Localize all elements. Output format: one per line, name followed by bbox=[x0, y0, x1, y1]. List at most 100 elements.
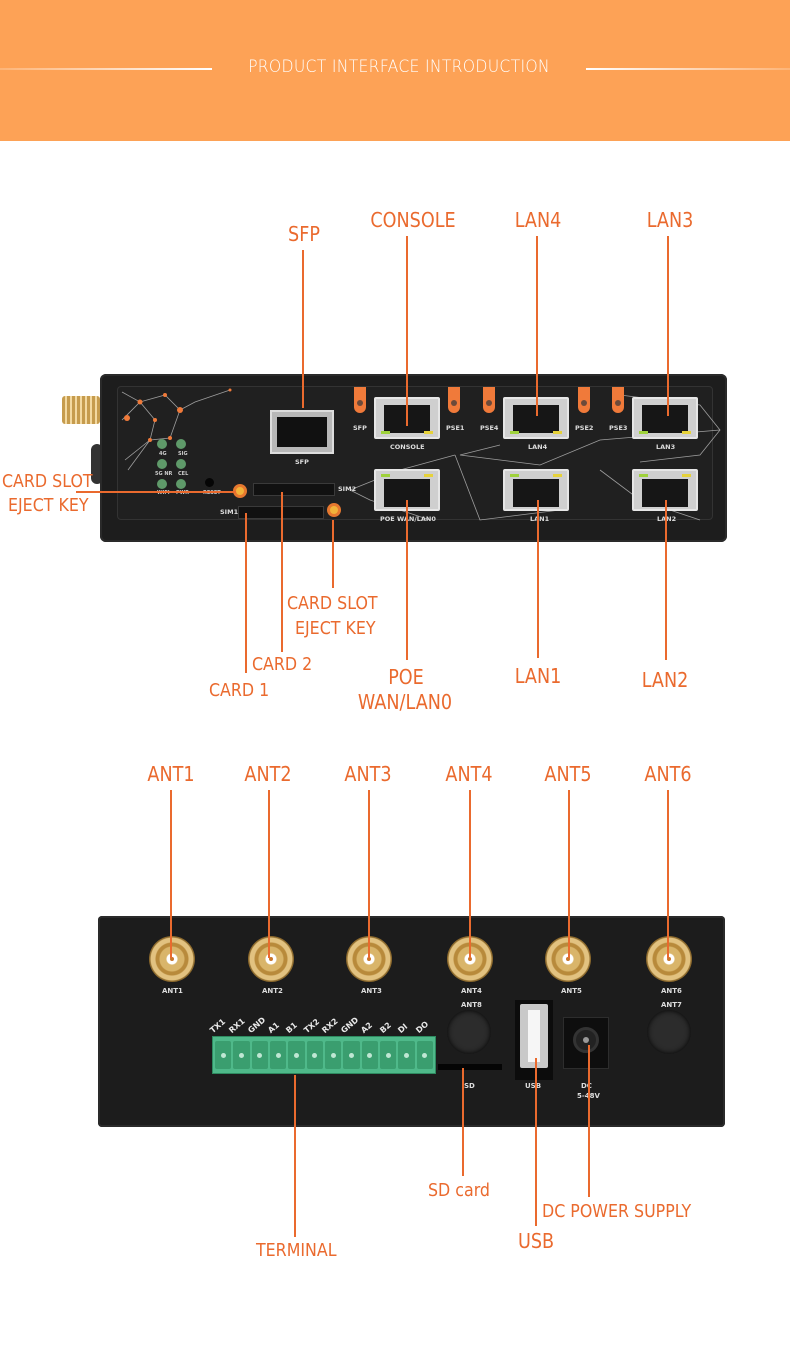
terminal-block[interactable] bbox=[212, 1036, 436, 1074]
reset-button[interactable] bbox=[205, 478, 214, 487]
callout-terminal: TERMINAL bbox=[256, 1240, 337, 1261]
callout-lan1: LAN1 bbox=[514, 664, 562, 688]
leader-lan3 bbox=[667, 236, 669, 416]
sd-print: SD bbox=[464, 1082, 475, 1090]
callout-console: CONSOLE bbox=[370, 208, 456, 232]
terminal-pin[interactable] bbox=[269, 1041, 287, 1069]
terminal-pin[interactable] bbox=[324, 1041, 342, 1069]
callout-ant2: ANT2 bbox=[244, 762, 292, 786]
page-title: PRODUCT INTERFACE INTRODUCTION bbox=[248, 57, 550, 77]
callout-lan4: LAN4 bbox=[514, 208, 562, 232]
dc-print-line1: DC bbox=[581, 1082, 592, 1090]
usb-print: USB bbox=[525, 1082, 542, 1090]
callout-poe-line2: WAN/LAN0 bbox=[357, 690, 453, 714]
led-label-4g: 4G bbox=[159, 451, 167, 457]
callout-eject-left-line2: EJECT KEY bbox=[8, 495, 89, 516]
terminal-pin[interactable] bbox=[306, 1041, 323, 1069]
rear-panel-device bbox=[98, 916, 725, 1127]
status-tab-pse3 bbox=[612, 387, 624, 413]
terminal-pin[interactable] bbox=[215, 1041, 232, 1069]
leader-usb bbox=[535, 1058, 537, 1226]
sim2-label: SIM2 bbox=[338, 485, 357, 493]
tab-label-pse3: PSE3 bbox=[609, 424, 628, 432]
status-tab-pse1 bbox=[448, 387, 460, 413]
leader-card2 bbox=[281, 492, 283, 652]
status-tab-pse2 bbox=[578, 387, 590, 413]
tab-label-pse4: PSE4 bbox=[480, 424, 499, 432]
led-sig bbox=[176, 439, 186, 449]
ant7-blank-plug bbox=[647, 1010, 691, 1054]
reset-label: RESET bbox=[203, 490, 221, 496]
ant6-connector[interactable] bbox=[646, 936, 692, 982]
leader-ant6 bbox=[667, 790, 669, 958]
terminal-pin[interactable] bbox=[251, 1041, 268, 1069]
ant1-connector[interactable] bbox=[149, 936, 195, 982]
tab-label-pse2: PSE2 bbox=[575, 424, 594, 432]
ant8-blank-plug bbox=[447, 1010, 491, 1054]
callout-card1: CARD 1 bbox=[209, 680, 270, 701]
led-4g bbox=[157, 439, 167, 449]
dc-power-jack[interactable] bbox=[563, 1017, 609, 1069]
sfp-port-label: SFP bbox=[295, 458, 309, 466]
lan1-port[interactable] bbox=[503, 469, 569, 511]
leader-sd bbox=[462, 1068, 464, 1176]
leader-ant3 bbox=[368, 790, 370, 958]
leader-poe bbox=[406, 500, 408, 660]
callout-card2: CARD 2 bbox=[252, 654, 313, 675]
terminal-pin[interactable] bbox=[416, 1041, 433, 1069]
ant5-print: ANT5 bbox=[561, 987, 582, 995]
terminal-pin[interactable] bbox=[288, 1041, 305, 1069]
header-divider-left bbox=[0, 68, 212, 70]
header-banner: PRODUCT INTERFACE INTRODUCTION bbox=[0, 0, 790, 141]
side-antenna-connector bbox=[62, 396, 100, 424]
leader-lan1 bbox=[537, 500, 539, 658]
ant4-print: ANT4 bbox=[461, 987, 482, 995]
sim1-label: SIM1 bbox=[220, 508, 239, 516]
callout-lan2: LAN2 bbox=[641, 668, 689, 692]
ant6-print: ANT6 bbox=[661, 987, 682, 995]
led-label-5g-nr: 5G NR bbox=[155, 471, 173, 477]
ant2-connector[interactable] bbox=[248, 936, 294, 982]
leader-eject-right bbox=[332, 520, 334, 588]
terminal-pin[interactable] bbox=[343, 1041, 360, 1069]
sd-card-slot[interactable] bbox=[438, 1064, 502, 1070]
callout-poe-line1: POE bbox=[388, 665, 424, 689]
lan1-port-label: LAN1 bbox=[530, 515, 550, 523]
callout-ant5: ANT5 bbox=[544, 762, 592, 786]
lan4-port[interactable] bbox=[503, 397, 569, 439]
callout-ant6: ANT6 bbox=[644, 762, 692, 786]
terminal-pin[interactable] bbox=[379, 1041, 397, 1069]
callout-ant3: ANT3 bbox=[344, 762, 392, 786]
sim2-slot[interactable] bbox=[253, 483, 335, 496]
ant2-print: ANT2 bbox=[262, 987, 283, 995]
ant7-print: ANT7 bbox=[661, 1001, 682, 1009]
led-wifi bbox=[157, 479, 167, 489]
leader-ant4 bbox=[469, 790, 471, 958]
callout-usb: USB bbox=[518, 1229, 555, 1253]
callout-eject-right-line2: EJECT KEY bbox=[295, 618, 376, 639]
leader-dc bbox=[588, 1045, 590, 1197]
sfp-port[interactable] bbox=[270, 410, 334, 454]
callout-eject-right-line1: CARD SLOT bbox=[287, 593, 378, 614]
led-5g-nr bbox=[157, 459, 167, 469]
tab-label-sfp: SFP bbox=[353, 424, 367, 432]
ant1-print: ANT1 bbox=[162, 987, 183, 995]
leader-terminal bbox=[294, 1075, 296, 1237]
status-tab-sfp bbox=[354, 387, 366, 413]
ant8-print: ANT8 bbox=[461, 1001, 482, 1009]
callout-dc-power-supply: DC POWER SUPPLY bbox=[542, 1201, 692, 1222]
callout-ant4: ANT4 bbox=[445, 762, 493, 786]
leader-console bbox=[406, 236, 408, 426]
callout-eject-left-line1: CARD SLOT bbox=[2, 471, 93, 492]
tab-label-pse1: PSE1 bbox=[446, 424, 465, 432]
usb-port[interactable] bbox=[515, 1000, 553, 1080]
terminal-pin[interactable] bbox=[233, 1041, 250, 1069]
status-tab-pse4 bbox=[483, 387, 495, 413]
terminal-pin[interactable] bbox=[361, 1041, 378, 1069]
callout-lan3: LAN3 bbox=[646, 208, 694, 232]
lan3-port[interactable] bbox=[632, 397, 698, 439]
leader-eject-left bbox=[76, 491, 236, 493]
card-slot-eject-key-right[interactable] bbox=[327, 503, 341, 517]
terminal-pin[interactable] bbox=[398, 1041, 415, 1069]
led-label-cel: CEL bbox=[178, 471, 189, 477]
